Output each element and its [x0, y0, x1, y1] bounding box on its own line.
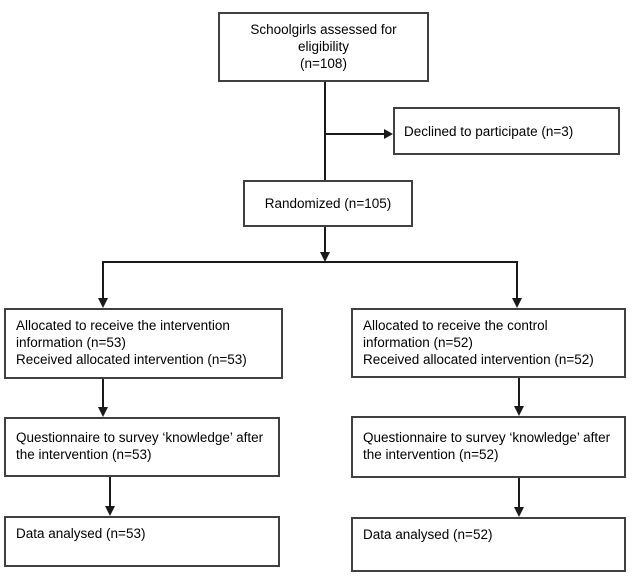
received-intervention-text: Received allocated intervention (n=53) [16, 352, 247, 367]
connector-intervention-to-questionnaire-arrow [98, 379, 108, 417]
analysed-intervention-text: Data analysed (n=53) [16, 526, 146, 541]
connector-questionnaire-to-analysed-right-arrow [514, 478, 524, 517]
analysed-control-text: Data analysed (n=52) [363, 527, 493, 542]
connector-randomized-to-branch-arrow [320, 227, 330, 262]
questionnaire-intervention-text: Questionnaire to survey ‘knowledge’ afte… [16, 430, 264, 462]
randomized-box: Randomized (n=105) [243, 180, 413, 227]
connector-branch-to-control-arrow [512, 261, 522, 308]
eligibility-box: Schoolgirls assessed for eligibility (n=… [218, 12, 429, 82]
analysed-intervention-box: Data analysed (n=53) [4, 516, 280, 567]
questionnaire-control-text: Questionnaire to survey ‘knowledge’ afte… [363, 430, 611, 462]
eligibility-text: Schoolgirls assessed for eligibility [250, 22, 397, 54]
connector-questionnaire-to-analysed-left-arrow [105, 477, 115, 516]
randomized-text: Randomized (n=105) [264, 196, 392, 211]
declined-text: Declined to participate (n=3) [404, 123, 574, 139]
connector-branch-to-intervention-arrow [98, 261, 108, 308]
allocated-control-text: Allocated to receive the control informa… [363, 318, 548, 350]
allocated-control-box: Allocated to receive the control informa… [351, 308, 626, 378]
eligibility-count: (n=108) [300, 56, 347, 71]
received-control-text: Received allocated intervention (n=52) [363, 352, 594, 367]
allocated-intervention-box: Allocated to receive the intervention in… [4, 308, 283, 379]
questionnaire-control-box: Questionnaire to survey ‘knowledge’ afte… [351, 416, 626, 478]
analysed-control-box: Data analysed (n=52) [351, 517, 626, 572]
connector-control-to-questionnaire-arrow [514, 378, 524, 416]
allocated-intervention-text: Allocated to receive the intervention in… [16, 318, 230, 350]
connector-to-declined-arrow [325, 129, 393, 139]
questionnaire-intervention-box: Questionnaire to survey ‘knowledge’ afte… [4, 417, 280, 477]
declined-box: Declined to participate (n=3) [393, 107, 620, 155]
